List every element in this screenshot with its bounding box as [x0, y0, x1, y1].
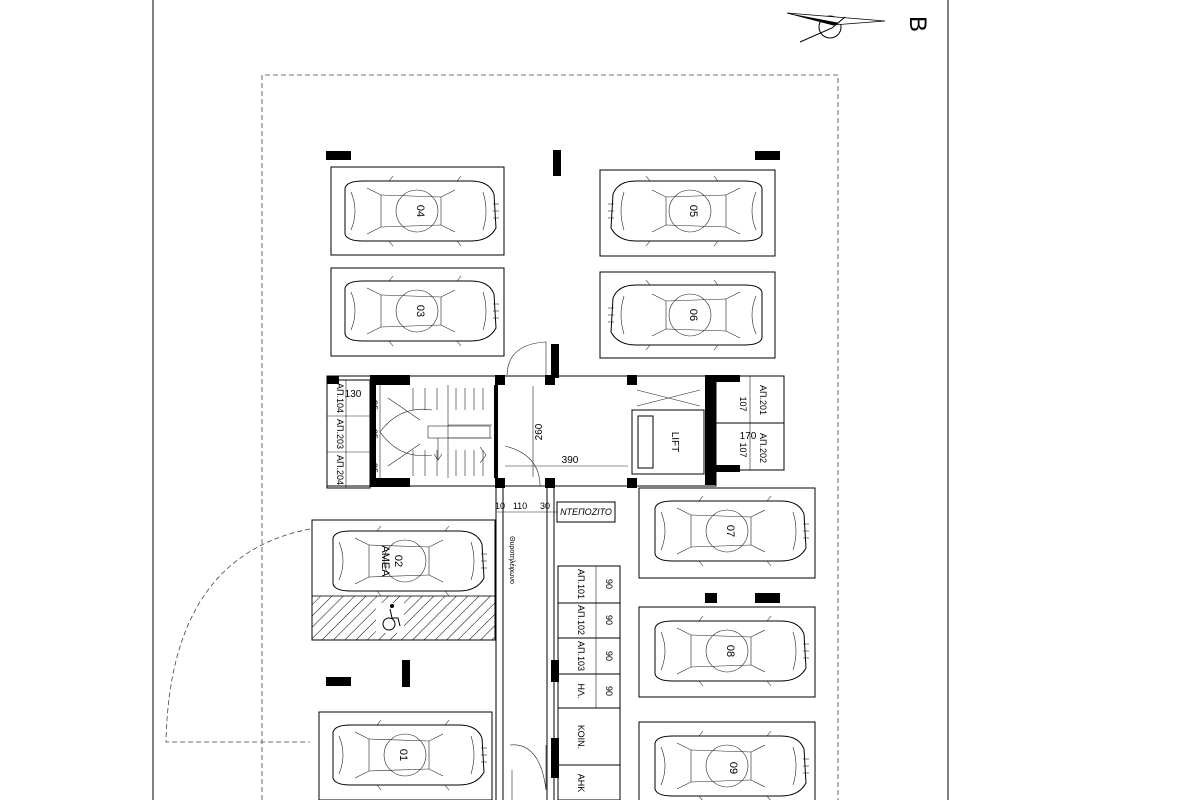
- storage-left: 130 ΑΠ.104 85 ΑΠ.203 85 ΑΠ.204 85: [326, 379, 379, 489]
- room-label: ΑΗΚ: [576, 774, 586, 793]
- storage-size: 85: [369, 463, 379, 473]
- entrance-corridor: 10 110 30 ΝΤΕΠΟΖΙΤΟ Θυροτηλέφωνο: [495, 488, 616, 800]
- space-number: 07: [724, 525, 736, 537]
- room-size: 90: [604, 615, 614, 625]
- storage-label: ΑΠ.201: [758, 385, 768, 415]
- door-note: Θυροτηλέφωνο: [508, 536, 516, 584]
- wheelchair-icon: [382, 604, 401, 631]
- storage-size: 85: [369, 400, 379, 410]
- storage-label: ΑΠ.204: [335, 455, 345, 485]
- storage-size: 107: [738, 396, 748, 411]
- north-arrow-icon: B: [786, 12, 931, 43]
- storage-label: ΑΠ.202: [758, 433, 768, 463]
- room-label: ΑΠ.103: [576, 641, 586, 671]
- car-space-04: 04: [344, 175, 500, 247]
- room-label: ΚΟΙΝ.: [576, 725, 586, 749]
- entrance-dim-a: 10: [495, 501, 505, 511]
- north-letter: B: [904, 16, 931, 32]
- storage-left-width: 130: [345, 389, 362, 400]
- room-label: ΑΠ.102: [576, 605, 586, 635]
- lobby-depth: 260: [534, 423, 545, 440]
- door-swing-top: [506, 341, 547, 376]
- car-space-05: 05: [607, 175, 763, 247]
- storeroom-label: ΝΤΕΠΟΖΙΤΟ: [560, 507, 612, 517]
- space-number: 03: [414, 305, 426, 317]
- car-space-06: 06: [607, 279, 763, 351]
- parking-bays: [311, 166, 816, 800]
- car-space-03: 03: [344, 275, 500, 347]
- space-number: 04: [414, 205, 426, 217]
- accessible-label: ΑΜΕΑ: [379, 545, 391, 577]
- storage-size: 85: [369, 429, 379, 439]
- space-number: 01: [397, 749, 409, 761]
- lobby-width: 390: [562, 455, 579, 466]
- storage-right: ΑΠ.201 107 170 ΑΠ.202 107: [738, 376, 768, 470]
- car-space-07: 07: [654, 495, 810, 567]
- space-number: 08: [724, 645, 736, 657]
- entrance-dim-c: 30: [540, 501, 550, 511]
- car-space-08: 08: [654, 615, 810, 687]
- door-swing-bottom: [504, 445, 541, 487]
- lobby-dimensions: 260 390: [505, 386, 628, 477]
- core-walls: [326, 375, 785, 488]
- space-number: 05: [687, 205, 699, 217]
- lower-rooms: ΑΠ.101 90 ΑΠ.102 90 ΑΠ.103 90 ΗΛ. 90 ΚΟΙ…: [557, 565, 621, 800]
- lift-shaft: LIFT: [631, 389, 705, 475]
- car-space-02: 02 ΑΜΕΑ: [332, 525, 488, 597]
- space-number: 09: [727, 762, 739, 774]
- car-space-01: 01: [332, 719, 488, 791]
- space-number: 02: [392, 555, 404, 567]
- storage-right-width: 170: [740, 431, 757, 442]
- columns: [326, 150, 780, 778]
- storage-label: ΑΠ.104: [335, 383, 345, 413]
- room-size: 90: [604, 651, 614, 661]
- room-size: 90: [604, 686, 614, 696]
- storage-label: ΑΠ.203: [335, 419, 345, 449]
- room-size: 90: [604, 579, 614, 589]
- building-outline: [261, 74, 839, 800]
- entrance-door-swing: [509, 744, 547, 791]
- lift-label: LIFT: [669, 432, 680, 453]
- storage-size: 107: [738, 442, 748, 457]
- door-swing-arc: [165, 528, 311, 743]
- staircase: [379, 385, 492, 478]
- entrance-dim-b: 110: [513, 501, 527, 511]
- space-number: 06: [687, 309, 699, 321]
- accessible-zone: [311, 595, 496, 641]
- room-label: ΗΛ.: [576, 683, 586, 698]
- room-label: ΑΠ.101: [576, 569, 586, 599]
- car-space-09: 09: [654, 730, 810, 800]
